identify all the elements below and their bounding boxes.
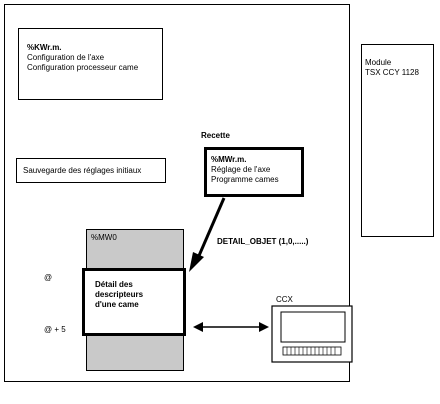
descriptor-line-3: d'une came — [95, 300, 139, 309]
detail-objet-label: DETAIL_OBJET (1,0,.....) — [217, 237, 309, 246]
save-initial-settings-box: Sauvegarde des réglages initiaux — [16, 158, 166, 183]
address-end-marker: @ + 5 — [44, 325, 66, 334]
kwr-config-box: %KWr.m. Configuration de l'axe Configura… — [18, 28, 163, 100]
kwr-line-processor: Configuration processeur came — [27, 63, 139, 72]
mwr-text: %MWr.m. Réglage de l'axe Programme cames — [211, 155, 279, 185]
descriptor-line-1: Détail des — [95, 280, 133, 289]
mwr-line-cams: Programme cames — [211, 175, 279, 184]
kwr-title: %KWr.m. — [27, 43, 62, 52]
link-arrowhead-left — [193, 322, 203, 332]
mwr-title: %MWr.m. — [211, 155, 247, 164]
module-line-2: TSX CCY 1128 — [365, 68, 419, 77]
module-line-1: Module — [365, 58, 392, 67]
mwr-recipe-box: %MWr.m. Réglage de l'axe Programme cames — [204, 147, 304, 197]
cam-descriptor-block: Détail des descripteurs d'une came — [82, 268, 186, 336]
recipe-to-descriptor-arrowhead — [189, 252, 204, 272]
module-box: Module TSX CCY 1128 — [361, 44, 434, 237]
descriptor-text: Détail des descripteurs d'une came — [95, 280, 143, 310]
ccx-terminal-icon — [271, 305, 353, 363]
kwr-line-axis: Configuration de l'axe — [27, 53, 105, 62]
ccx-label: CCX — [276, 295, 293, 304]
recipe-to-descriptor-arrow — [196, 197, 226, 259]
descriptor-line-2: descripteurs — [95, 290, 144, 299]
recette-label: Recette — [201, 131, 230, 140]
mw-table-header: %MW0 — [91, 233, 117, 242]
mwr-line-axis: Réglage de l'axe — [211, 165, 271, 174]
save-label: Sauvegarde des réglages initiaux — [23, 166, 142, 175]
link-arrowhead-right — [259, 322, 269, 332]
address-start-marker: @ — [44, 273, 53, 282]
module-text: Module TSX CCY 1128 — [365, 58, 419, 78]
kwr-text: %KWr.m. Configuration de l'axe Configura… — [27, 43, 138, 73]
